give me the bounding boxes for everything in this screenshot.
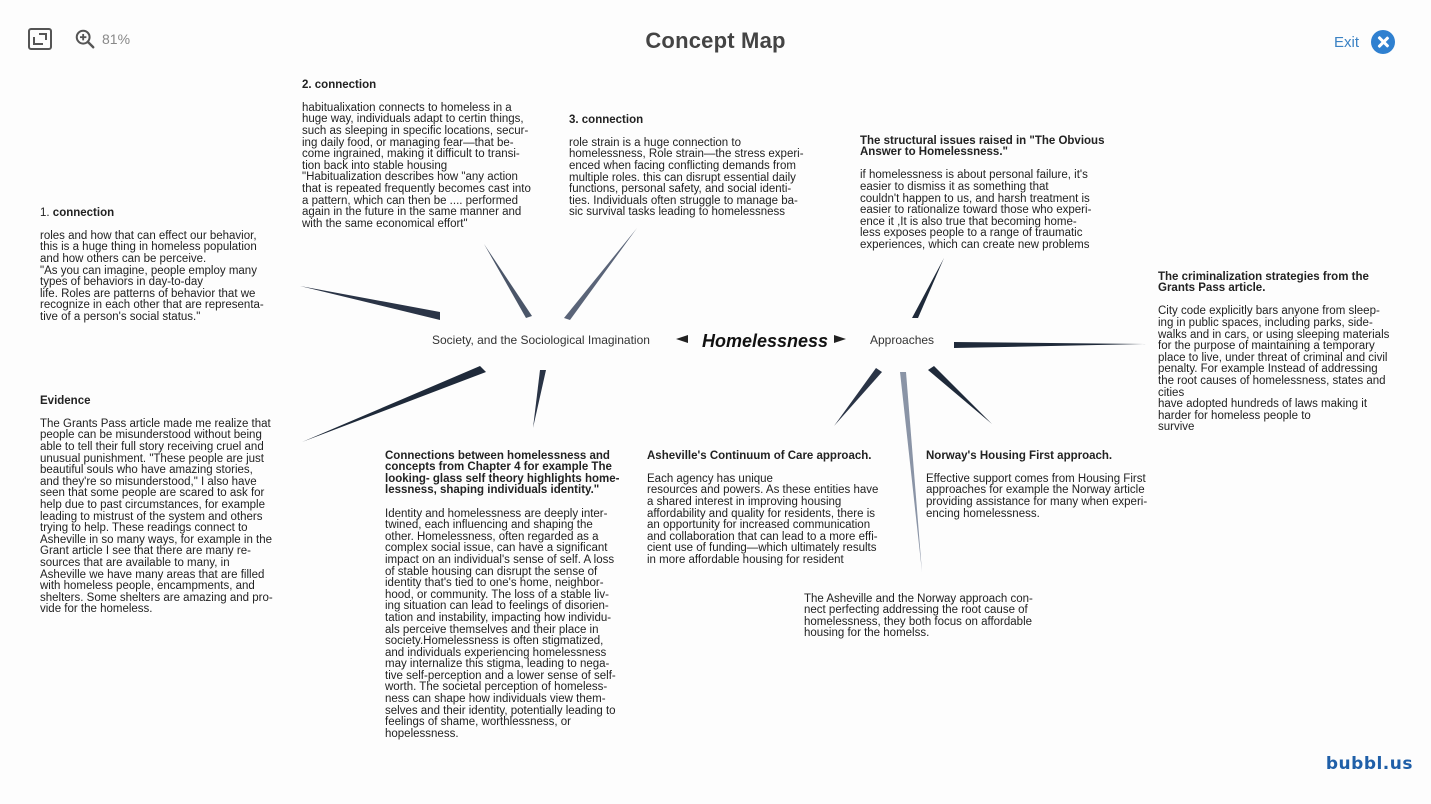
note-title: Norway's Housing First approach. — [926, 449, 1113, 462]
exit-button[interactable]: Exit — [1334, 30, 1395, 54]
connector-approaches-to-norway — [928, 366, 992, 424]
note-title: The criminalization strategies from the … — [1158, 270, 1369, 295]
note-body: City code explicitly bars anyone from sl… — [1158, 305, 1390, 434]
note-chapter-4[interactable]: Connections between homelessness and con… — [385, 439, 647, 740]
node-central-homelessness[interactable]: Homelessness — [702, 331, 829, 351]
note-body: Effective support comes from Housing Fir… — [926, 472, 1148, 520]
zoom-level: 81% — [102, 31, 131, 47]
note-criminalization[interactable]: The criminalization strategies from the … — [1158, 260, 1396, 434]
note-title: 2. connection — [302, 78, 377, 91]
note-both-approaches[interactable]: The Asheville and the Norway approach co… — [804, 582, 1054, 640]
note-connection-3[interactable]: 3. connection role strain is a huge conn… — [569, 103, 825, 219]
note-body: Identity and homelessness are deeply int… — [385, 507, 616, 740]
note-number: 1. — [40, 206, 50, 219]
zoom-in-icon[interactable] — [74, 28, 96, 50]
exit-label: Exit — [1333, 33, 1359, 51]
connector-society-to-chapter4 — [533, 370, 546, 428]
note-title: connection — [52, 206, 115, 219]
note-body: habitualixation connects to homeless in … — [302, 101, 531, 230]
connector-society-to-evidence — [302, 366, 486, 442]
connector-central-to-approaches — [834, 335, 846, 343]
zoom-control[interactable]: 81% — [74, 28, 130, 50]
note-asheville-approach[interactable]: Asheville's Continuum of Care approach. … — [647, 439, 911, 567]
note-evidence[interactable]: Evidence The Grants Pass article made me… — [40, 384, 304, 616]
note-body: The Asheville and the Norway approach co… — [804, 592, 1033, 640]
note-title: Evidence — [40, 394, 91, 407]
note-body: Each agency has unique resources and pow… — [647, 472, 879, 566]
connector-approaches-to-structural — [912, 258, 944, 318]
note-title: Asheville's Continuum of Care approach. — [647, 449, 872, 462]
close-circle-icon[interactable] — [1371, 30, 1395, 54]
note-title: The structural issues raised in "The Obv… — [860, 134, 1105, 159]
note-body: if homelessness is about personal failur… — [860, 169, 1092, 251]
node-approaches[interactable]: Approaches — [870, 333, 935, 347]
connector-central-to-society — [676, 335, 688, 343]
fit-to-screen-icon[interactable] — [28, 28, 52, 50]
node-society[interactable]: Society, and the Sociological Imaginatio… — [432, 333, 650, 347]
connector-approaches-to-criminalization — [954, 342, 1146, 348]
note-body: The Grants Pass article made me realize … — [40, 417, 273, 616]
note-body: role strain is a huge connection to home… — [569, 136, 804, 219]
note-title: Connections between homelessness and con… — [385, 449, 620, 497]
brand-logo[interactable]: bubbl.us — [1325, 754, 1413, 774]
connector-society-to-connection2 — [484, 244, 532, 318]
note-title: 3. connection — [569, 113, 644, 126]
page-title: Concept Map — [645, 28, 786, 53]
note-structural-issues[interactable]: The structural issues raised in "The Obv… — [860, 124, 1120, 252]
note-body: roles and how that can effect our behavi… — [40, 229, 264, 323]
connector-approaches-to-asheville — [834, 368, 882, 426]
connector-society-to-connection3 — [564, 228, 637, 320]
note-connection-2[interactable]: 2. connection habitualixation connects t… — [302, 68, 554, 230]
note-connection-1[interactable]: 1. connection roles and how that can eff… — [40, 196, 302, 324]
connector-society-to-connection1 — [300, 286, 440, 320]
toolbar: 81% — [28, 28, 130, 50]
note-norway-approach[interactable]: Norway's Housing First approach. Effecti… — [926, 439, 1176, 520]
connector-approaches-to-both — [900, 372, 922, 572]
